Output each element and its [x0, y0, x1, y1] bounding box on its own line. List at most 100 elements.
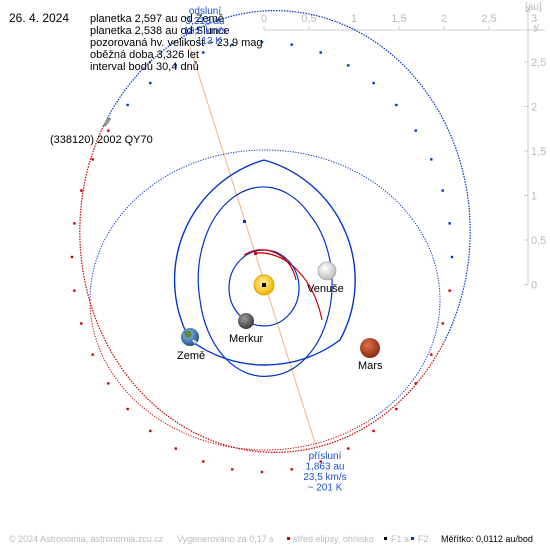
x-tick-label: 0,5 — [301, 13, 316, 25]
date-label: 26. 4. 2024 — [9, 11, 69, 25]
asteroid-orbit-point — [107, 382, 110, 385]
mercury-label: Merkur — [229, 333, 264, 345]
x-tick-label: 0 — [261, 13, 267, 25]
asteroid-orbit-point — [441, 189, 444, 192]
asteroid-orbit-point — [107, 129, 110, 132]
asteroid-orbit-point — [202, 460, 205, 463]
y-tick-label: 1 — [531, 191, 537, 203]
asteroid-orbit-point — [414, 382, 417, 385]
perihelion-text-line: ~ 201 K — [308, 483, 343, 494]
asteroid-orbit-point — [260, 40, 264, 44]
asteroid-orbit-point — [70, 255, 74, 259]
asteroid-orbit-point — [347, 64, 350, 67]
legend-center-text: střed elipsy, ohnisko — [293, 534, 374, 544]
legend-f2-marker — [411, 537, 414, 540]
venus-orbit-red — [255, 252, 323, 321]
asteroid-orbit-point — [260, 470, 264, 474]
ellipse-center-marker — [254, 252, 257, 255]
asteroid-orbit-point — [290, 468, 293, 471]
axis-unit: [au] — [525, 2, 542, 13]
apsis-line — [189, 46, 317, 447]
earth-icon — [181, 328, 199, 346]
asteroid-orbit-point — [441, 322, 444, 325]
info-line: planetka 2,538 au od Slunce — [90, 25, 229, 37]
y-tick-label: 0,5 — [531, 235, 546, 247]
legend-f1-marker — [384, 537, 387, 540]
asteroid-orbit-points — [70, 40, 454, 474]
aphelion-text-line: 18,6 km/s — [183, 26, 226, 37]
venus-label: Venuše — [307, 283, 344, 295]
asteroid-orbit-point — [372, 81, 375, 85]
asteroid-orbit-point — [149, 81, 152, 85]
asteroid-orbit-point — [91, 353, 94, 356]
earth-label: Země — [177, 350, 205, 362]
y-tick-label: 2,5 — [531, 57, 546, 69]
asteroid-orbit-point — [414, 129, 417, 132]
asteroid-orbit-point — [372, 429, 375, 433]
mercury-orbit-red — [243, 249, 297, 281]
mars-orbit-blue — [89, 149, 441, 421]
asteroid-orbit-point — [231, 43, 234, 46]
mars-orbit-red — [89, 299, 371, 451]
asteroid-orbit-point — [430, 158, 433, 161]
y-tick-label: 2 — [531, 102, 537, 114]
asteroid-orbit-point — [290, 43, 293, 46]
asteroid-orbit-point — [448, 289, 451, 292]
asteroid-orbit-point — [202, 51, 205, 54]
earth-orbit-blue — [173, 159, 265, 341]
y-tick-label: 0 — [531, 280, 537, 292]
asteroid-orbit-point — [450, 255, 454, 259]
asteroid-orbit-point — [319, 460, 322, 463]
asteroid-orbit-point — [395, 407, 398, 411]
asteroid-orbit-point — [448, 222, 451, 225]
aphelion-text-line: 3,213 au — [186, 16, 225, 27]
info-line: interval bodů 30,4 dnů — [90, 61, 199, 73]
asteroid-orbit-point — [80, 189, 83, 192]
venus-icon — [317, 261, 337, 281]
info-line: planetka 2,597 au od Země — [90, 13, 224, 25]
sun-focus-marker — [262, 283, 266, 287]
x-tick-label: 2,5 — [481, 13, 496, 25]
mars-label: Mars — [358, 360, 383, 372]
asteroid-orbit-point — [430, 353, 433, 356]
asteroid-orbit-inner-half — [79, 120, 445, 453]
aphelion-text-line: odsluní — [189, 6, 221, 17]
asteroid-orbit-point — [347, 447, 350, 450]
perihelion-text-line: 1,863 au — [306, 462, 345, 473]
asteroid-orbit-point — [395, 103, 398, 107]
mercury-icon — [238, 313, 254, 329]
asteroid-orbit-point — [91, 158, 94, 161]
asteroid-orbit-point — [174, 64, 177, 67]
x-tick-label: 3 — [531, 13, 537, 25]
asteroid-orbit-point — [73, 222, 76, 225]
x-axis-letter: x — [526, 4, 531, 15]
footer: © 2024 Astronomia, astronomia.zcu.cz Vyg… — [9, 534, 533, 544]
asteroid-label: (338120) 2002 QY70 — [50, 134, 153, 146]
legend-f1-text: F1 a — [391, 534, 409, 544]
y-axis: 2,521,510,50 y — [524, 10, 546, 292]
copyright-text: © 2024 Astronomia, astronomia.zcu.cz — [9, 534, 164, 544]
generated-time-text: Vygenerováno za 0,17 s — [177, 534, 274, 544]
legend-center-marker — [287, 537, 290, 540]
x-tick-label: 1 — [351, 13, 357, 25]
venus-orbit-blue — [197, 186, 311, 301]
y-axis-letter: y — [534, 22, 539, 33]
legend-f2-text: F2 — [418, 534, 429, 544]
mars-icon — [360, 338, 380, 358]
earth-orbit-blue-2 — [263, 159, 356, 341]
focus-f2-marker — [243, 220, 246, 223]
x-tick-label: 2 — [441, 13, 447, 25]
asteroid-orbit-point — [73, 289, 76, 292]
asteroid-orbit-point — [149, 429, 152, 433]
aphelion-text-line: ~ 113 K — [188, 36, 222, 47]
asteroid-orbit-point — [126, 407, 129, 411]
info-line: pozorovaná hv. velikost ~ 23,9 mag — [90, 37, 263, 49]
scale-text: Měřítko: 0,0112 au/bod — [441, 534, 533, 544]
asteroid-orbit-point — [126, 103, 129, 107]
asteroid-orbit-point — [80, 322, 83, 325]
